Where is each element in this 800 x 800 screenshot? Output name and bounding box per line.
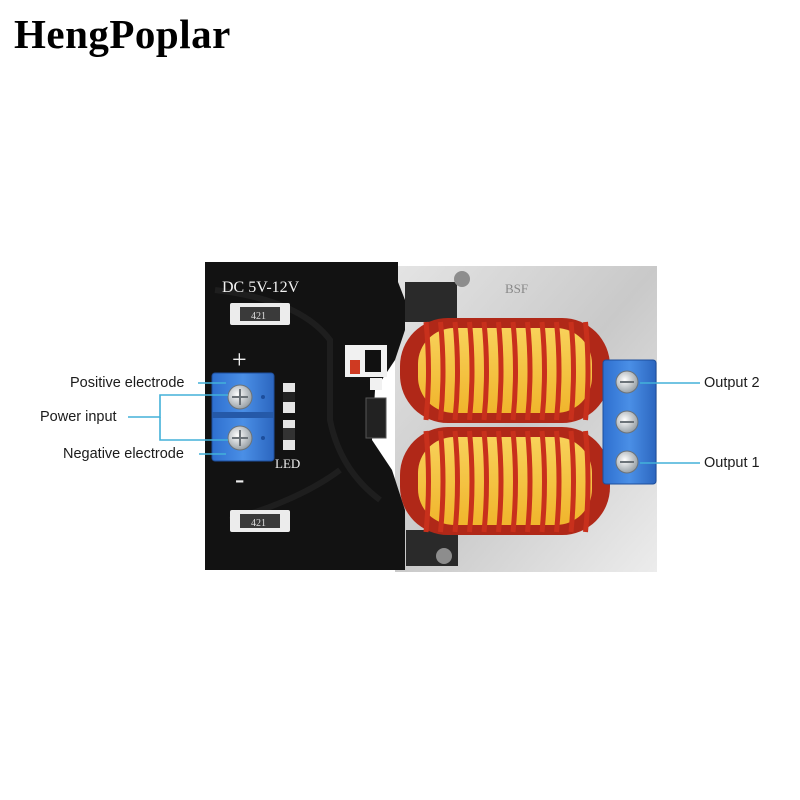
toroid-coil-top bbox=[400, 318, 610, 423]
minus-sign: - bbox=[235, 464, 244, 495]
transistor-marking: BSF bbox=[505, 281, 528, 296]
brand-logo-text: HengPoplar bbox=[14, 11, 231, 57]
toroid-coil-bottom bbox=[400, 427, 610, 535]
svg-text:421: 421 bbox=[251, 518, 266, 529]
plus-sign: + bbox=[232, 345, 247, 374]
callout-lines bbox=[128, 382, 700, 464]
voltage-label: DC 5V-12V bbox=[222, 279, 300, 296]
heatsink-tab-top bbox=[405, 282, 457, 322]
led-label: LED bbox=[275, 456, 300, 471]
callout-output-1: Output 1 bbox=[704, 455, 760, 471]
callout-positive-electrode: Positive electrode bbox=[70, 375, 185, 391]
pcb-board bbox=[205, 262, 405, 570]
callout-output-2: Output 2 bbox=[704, 375, 760, 391]
callout-negative-electrode: Negative electrode bbox=[63, 446, 184, 462]
callout-power-input: Power input bbox=[40, 409, 117, 425]
svg-text:421: 421 bbox=[251, 311, 266, 322]
